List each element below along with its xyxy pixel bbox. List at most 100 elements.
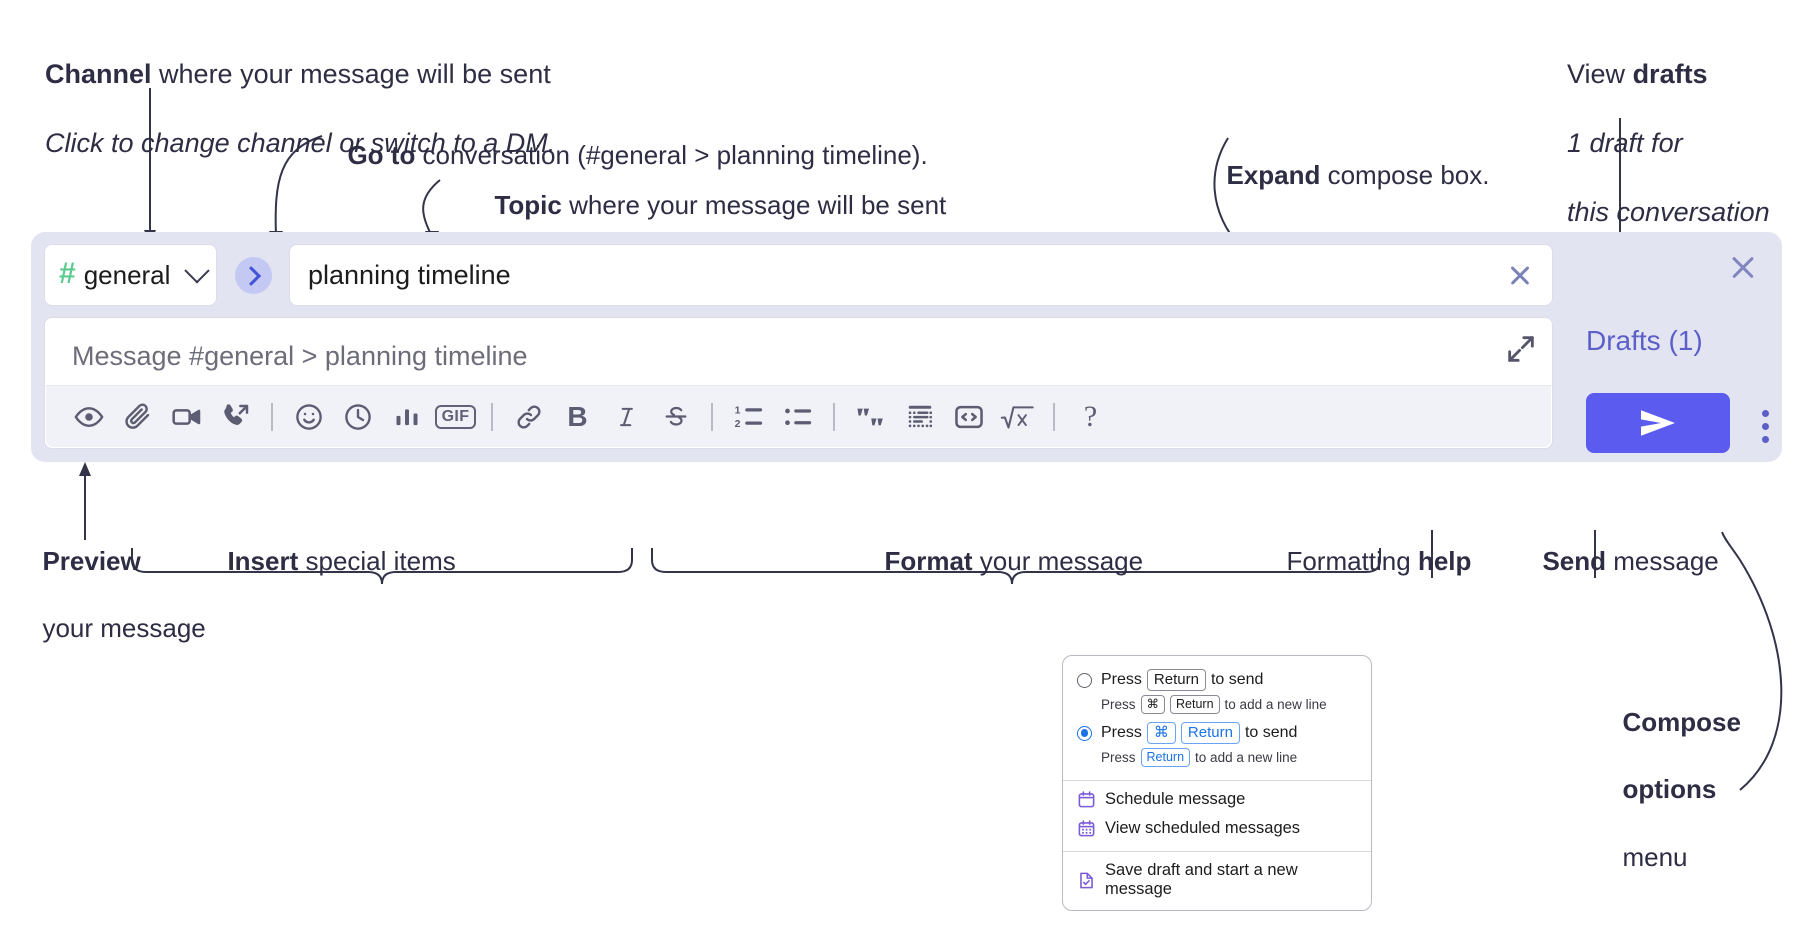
- toolbar-divider: [480, 392, 504, 441]
- annotation-preview: Preview your message: [28, 512, 206, 645]
- toolbar-divider: [700, 392, 724, 441]
- close-icon[interactable]: [1726, 250, 1760, 284]
- topic-input[interactable]: planning timeline: [308, 259, 511, 290]
- math-icon[interactable]: [993, 392, 1042, 441]
- annotation-send: Send message: [1528, 512, 1719, 579]
- bulleted-list-icon[interactable]: [773, 392, 822, 441]
- channel-row: # general planning timeline: [44, 244, 1553, 306]
- option2-key2: Return: [1180, 722, 1240, 745]
- option2-sub-press: Press: [1101, 750, 1136, 766]
- annotation-expand: Expand compose box.: [1212, 126, 1489, 193]
- annotation-goto-rest: conversation (#general > planning timeli…: [415, 140, 928, 171]
- eye-icon[interactable]: [64, 392, 113, 441]
- kebab-dot: [1761, 435, 1769, 443]
- menu-option-cmd-return-to-send[interactable]: Press ⌘ Return to send: [1063, 719, 1371, 747]
- compose-options-menu: Press Return to send Press ⌘ Return to a…: [1062, 655, 1372, 912]
- compose-right-rail: Drafts (1): [1576, 232, 1782, 462]
- annotation-insert: Insert special items: [213, 512, 456, 579]
- menu-divider: [1063, 780, 1371, 782]
- annotation-channel-italic: Click to change channel or switch to a D…: [45, 127, 556, 158]
- option2-sub: Press Return to add a new line: [1063, 747, 1371, 772]
- code-block-icon[interactable]: [895, 392, 944, 441]
- annotation-compose-options: Compose options menu: [1608, 672, 1741, 875]
- cmd-key-icon: ⌘: [1146, 722, 1176, 745]
- toolbar-divider: [1042, 392, 1066, 441]
- poll-bar-chart-icon[interactable]: [382, 392, 431, 441]
- option1-to-send: to send: [1210, 671, 1264, 689]
- annotation-drafts-italic2: this conversation: [1567, 196, 1770, 227]
- send-paper-plane-icon: [1641, 410, 1675, 436]
- radio-selected[interactable]: [1077, 725, 1092, 741]
- italic-icon[interactable]: [602, 392, 651, 441]
- annotation-preview-bold: Preview: [42, 546, 141, 577]
- svg-text:1: 1: [734, 404, 740, 416]
- drafts-link[interactable]: Drafts (1): [1586, 325, 1703, 356]
- annotation-expand-bold: Expand: [1226, 160, 1321, 191]
- annotation-expand-rest: compose box.: [1320, 160, 1490, 191]
- inline-code-icon[interactable]: [944, 392, 993, 441]
- annotation-drafts: View drafts 1 draft for this conversatio…: [1552, 22, 1770, 229]
- help-icon[interactable]: ?: [1066, 392, 1115, 441]
- clear-topic-icon[interactable]: [1500, 255, 1540, 295]
- annotation-goto: Go to conversation (#general > planning …: [333, 106, 928, 173]
- annotation-drafts-bold: drafts: [1632, 58, 1708, 89]
- annotation-preview-line2: your message: [42, 612, 206, 643]
- message-box[interactable]: Message #general > planning timeline: [44, 317, 1553, 449]
- formatting-toolbar: GIF B: [46, 385, 1551, 447]
- annotation-format-rest: your message: [972, 546, 1144, 577]
- compose-panel: # general planning timeline Message #gen…: [31, 232, 1782, 462]
- compose-inner: # general planning timeline Message #gen…: [44, 244, 1553, 449]
- emoji-icon[interactable]: [284, 392, 333, 441]
- menu-item-view-scheduled-messages[interactable]: View scheduled messages: [1063, 814, 1371, 843]
- annotation-compose-options-bold2: options: [1622, 774, 1717, 805]
- svg-text:2: 2: [734, 418, 740, 430]
- annotation-help-plain: Formatting: [1286, 546, 1418, 577]
- option2-press: Press: [1101, 724, 1142, 742]
- option1-sub-tail: to add a new line: [1224, 697, 1327, 713]
- ordered-list-icon[interactable]: 1 2: [724, 392, 773, 441]
- toolbar-divider: [260, 392, 284, 441]
- menu-item-save-draft[interactable]: Save draft and start a new message: [1063, 856, 1371, 904]
- option1-sub-key2: Return: [1170, 695, 1220, 715]
- channel-selector[interactable]: # general: [44, 244, 217, 306]
- annotation-send-rest: message: [1606, 546, 1719, 577]
- menu-item-schedule-message[interactable]: Schedule message: [1063, 785, 1371, 814]
- video-camera-icon[interactable]: [162, 392, 211, 441]
- annotation-channel-bold: Channel: [45, 58, 152, 89]
- topic-field[interactable]: planning timeline: [289, 244, 1553, 306]
- strikethrough-icon[interactable]: [651, 392, 700, 441]
- paperclip-icon[interactable]: [113, 392, 162, 441]
- annotation-format-bold: Format: [884, 546, 973, 577]
- compose-options-button[interactable]: [1752, 404, 1778, 448]
- menu-item-label: View scheduled messages: [1105, 819, 1301, 838]
- clock-icon[interactable]: [333, 392, 382, 441]
- go-to-conversation-button[interactable]: [235, 257, 272, 294]
- radio-unselected[interactable]: [1077, 672, 1092, 688]
- phone-forward-icon[interactable]: [211, 392, 260, 441]
- option1-key: Return: [1146, 669, 1206, 692]
- calendar-grid-icon: [1078, 820, 1095, 837]
- link-icon[interactable]: [504, 392, 553, 441]
- option2-sub-key: Return: [1140, 748, 1191, 768]
- channel-name-label: general: [83, 259, 171, 290]
- expand-compose-icon[interactable]: [1504, 332, 1538, 366]
- annotation-format: Format your message: [870, 512, 1143, 579]
- message-input[interactable]: Message #general > planning timeline: [72, 341, 528, 371]
- annotation-insert-rest: special items: [298, 546, 456, 577]
- gif-icon[interactable]: GIF: [431, 392, 480, 441]
- send-button[interactable]: [1586, 393, 1730, 453]
- calendar-schedule-icon: [1078, 791, 1095, 808]
- bold-label: B: [567, 400, 588, 432]
- menu-option-return-to-send[interactable]: Press Return to send: [1063, 666, 1371, 694]
- annotation-channel: Channel where your message will be sent …: [30, 22, 555, 160]
- option2-main: Press ⌘ Return to send: [1101, 722, 1297, 745]
- bold-icon[interactable]: B: [553, 392, 602, 441]
- option1-main: Press Return to send: [1101, 669, 1264, 692]
- blockquote-icon[interactable]: [846, 392, 895, 441]
- menu-item-label: Schedule message: [1105, 790, 1246, 809]
- option1-sub-press: Press: [1101, 697, 1136, 713]
- option1-sub: Press ⌘ Return to add a new line: [1063, 694, 1371, 719]
- annotation-compose-options-bold1: Compose: [1622, 706, 1741, 737]
- kebab-dot: [1761, 422, 1769, 430]
- save-draft-icon: [1080, 872, 1093, 889]
